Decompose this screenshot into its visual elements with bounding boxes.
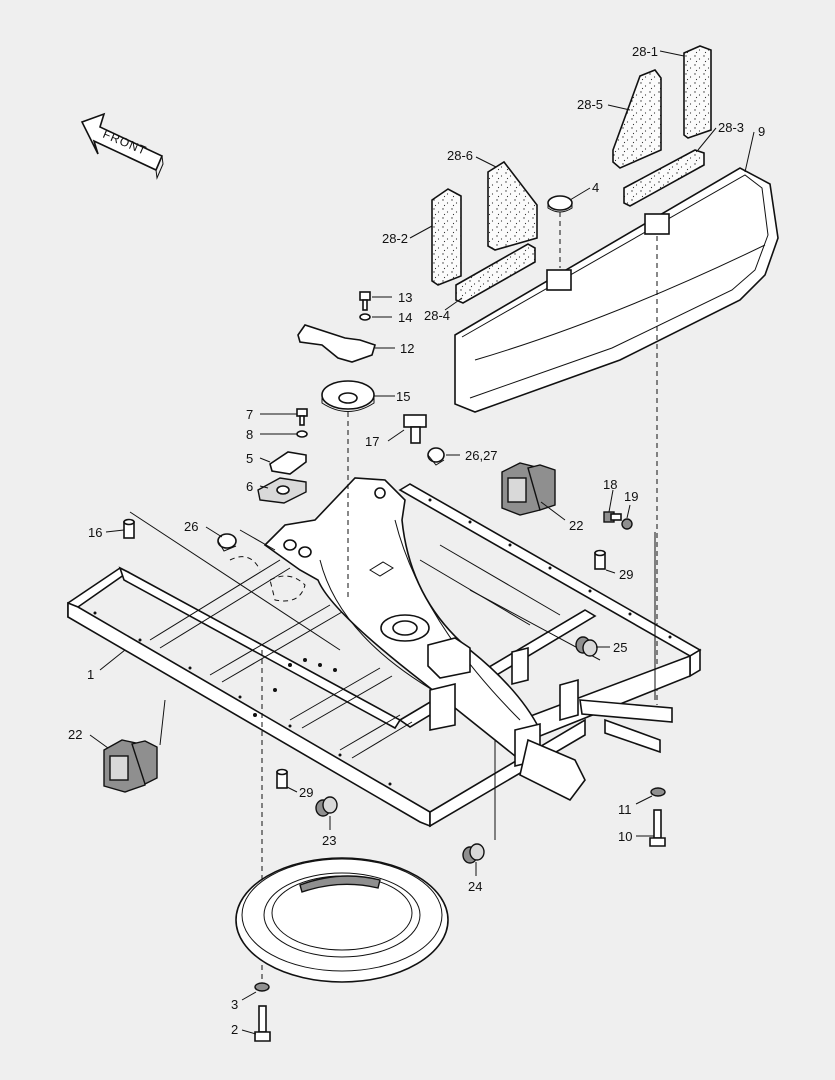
block-28-5	[612, 69, 662, 169]
callout-28-2: 28-2	[382, 231, 408, 246]
washer-3	[254, 982, 270, 992]
callout-23: 23	[322, 833, 336, 848]
callout-2: 2	[231, 1022, 238, 1037]
pin-16	[123, 518, 135, 539]
callout-16: 16	[88, 525, 102, 540]
callout-15: 15	[396, 389, 410, 404]
bushing-26	[217, 533, 237, 552]
bolt-10	[649, 809, 666, 847]
bolt-2	[254, 1005, 271, 1042]
callout-9: 9	[758, 124, 765, 139]
swing-ring-gear	[235, 857, 449, 983]
washer-8	[296, 430, 308, 438]
callout-labels: 28-1 28-5 28-3 9 28-6 4 28-2 13 14 28-4 …	[68, 44, 765, 1037]
pin-29-lower	[276, 768, 288, 789]
block-28-1	[683, 45, 712, 139]
callout-22-upper: 22	[569, 518, 583, 533]
block-28-4	[455, 243, 536, 304]
callout-5: 5	[246, 451, 253, 466]
cap-part-4	[547, 195, 573, 213]
counterweight	[454, 167, 779, 705]
bolt-7	[296, 408, 308, 426]
bolt-18	[603, 511, 622, 523]
callout-12: 12	[400, 341, 414, 356]
callout-11: 11	[618, 802, 632, 817]
callout-28-6: 28-6	[447, 148, 473, 163]
callout-14: 14	[398, 310, 412, 325]
rubber-mount-22-lower	[103, 739, 158, 793]
grommet-23	[315, 796, 338, 817]
plate-12	[297, 324, 376, 363]
rubber-mount-22-upper	[501, 462, 556, 516]
callout-26: 26	[184, 519, 198, 534]
grommet-24	[462, 843, 485, 864]
front-direction-arrow: FRONT	[80, 112, 164, 180]
callout-28-4: 28-4	[424, 308, 450, 323]
callout-18: 18	[603, 477, 617, 492]
callout-19: 19	[624, 489, 638, 504]
callout-13: 13	[398, 290, 412, 305]
callout-29-lower: 29	[299, 785, 313, 800]
callout-28-1: 28-1	[632, 44, 658, 59]
callout-22-lower: 22	[68, 727, 82, 742]
washer-11	[650, 787, 666, 797]
center-mount	[380, 614, 661, 802]
block-28-2	[431, 188, 462, 286]
leader-lines	[89, 50, 755, 1035]
bushing-26-27	[427, 447, 445, 466]
callout-26-27: 26,27	[465, 448, 498, 463]
counterweight-pad-right	[644, 213, 670, 235]
weight-blocks	[431, 45, 712, 304]
grommet-25	[575, 636, 598, 657]
callout-6: 6	[246, 479, 253, 494]
callout-24: 24	[468, 879, 482, 894]
callout-25: 25	[613, 640, 627, 655]
callout-8: 8	[246, 427, 253, 442]
block-28-3	[623, 149, 705, 207]
callout-4: 4	[592, 180, 599, 195]
callout-28-5: 28-5	[577, 97, 603, 112]
callout-17: 17	[365, 434, 379, 449]
ring-15	[321, 380, 375, 412]
callout-3: 3	[231, 997, 238, 1012]
callout-7: 7	[246, 407, 253, 422]
bolt-13	[359, 291, 371, 311]
washer-14	[359, 313, 371, 321]
block-28-6	[487, 160, 538, 251]
pin-29-upper	[594, 549, 606, 570]
callout-10: 10	[618, 829, 632, 844]
callout-28-3: 28-3	[718, 120, 744, 135]
washer-19	[621, 518, 633, 530]
counterweight-pad-left	[546, 269, 572, 291]
pin-17	[403, 414, 427, 444]
callout-1: 1	[87, 667, 94, 682]
callout-29-upper: 29	[619, 567, 633, 582]
cover-plate-5	[269, 451, 307, 475]
